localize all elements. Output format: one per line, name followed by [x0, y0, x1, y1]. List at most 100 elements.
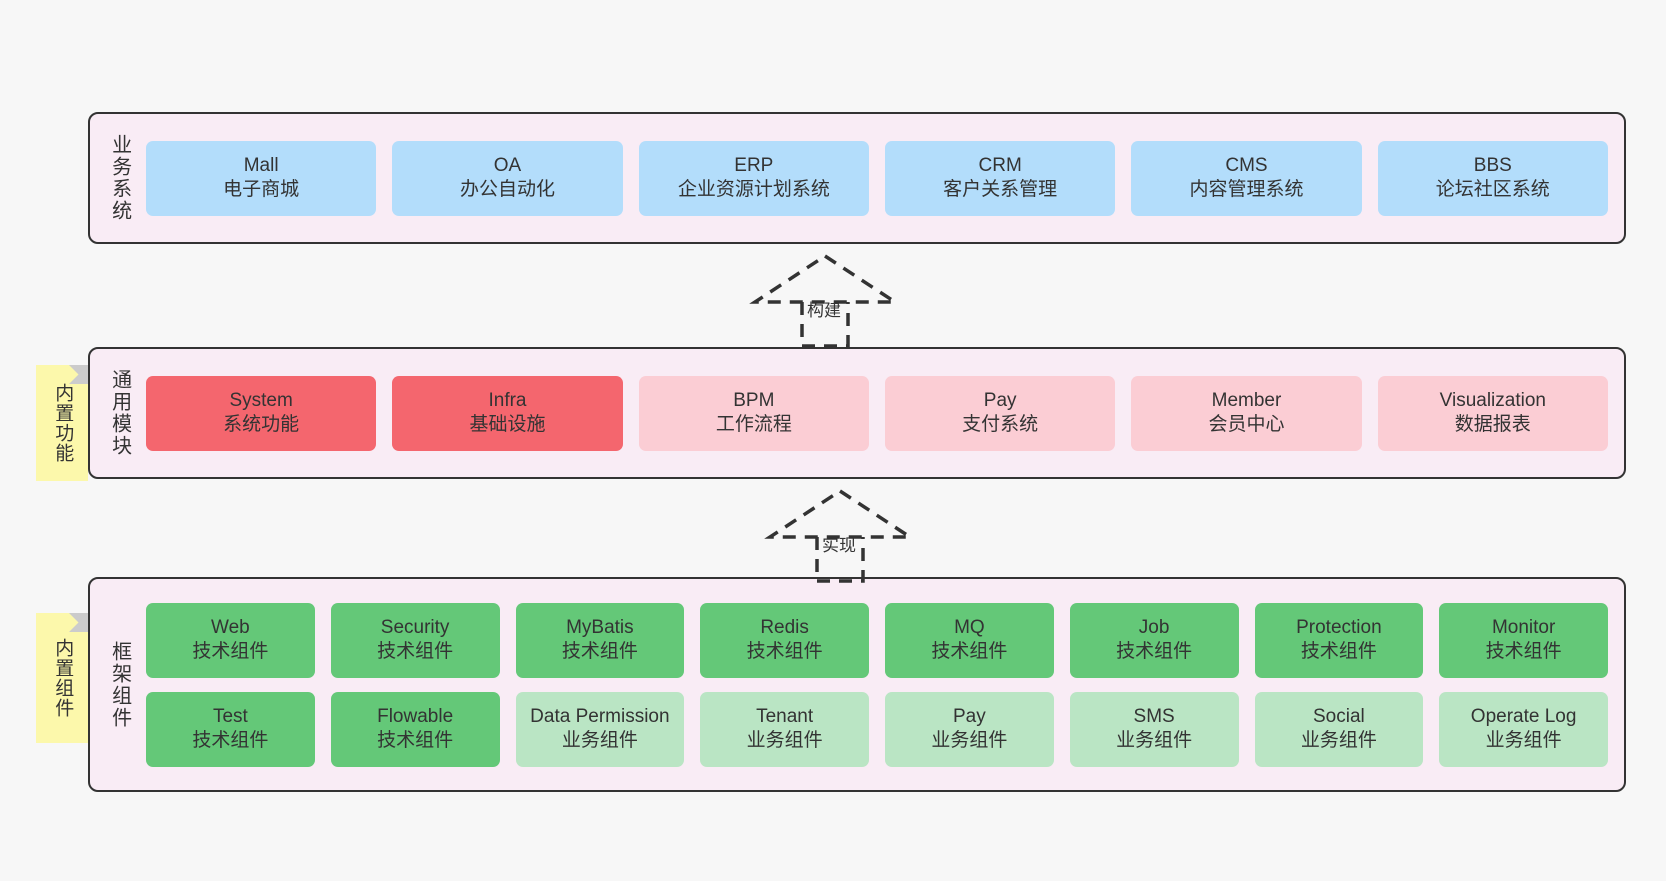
connector-implement-arrow-icon	[764, 488, 916, 583]
layer-title-framework-component: 框架组件	[108, 640, 131, 729]
card-title: MQ	[954, 617, 985, 639]
layer-framework-component: 框架组件 Web 技术组件 Security 技术组件 MyBatis 技术组件…	[88, 577, 1626, 792]
module-card-mall[interactable]: Mall 电子商城	[146, 140, 377, 216]
card-title: OA	[493, 155, 522, 177]
sticky-note-builtin-function: 内置功能	[36, 365, 88, 481]
card-title: Visualization	[1439, 390, 1546, 412]
card-subtitle: 技术组件	[1485, 641, 1562, 662]
card-title: Protection	[1296, 617, 1382, 639]
sticky-note-builtin-component: 内置组件	[36, 613, 88, 743]
card-title: Flowable	[377, 706, 454, 728]
card-title: MyBatis	[566, 617, 634, 639]
module-card-member[interactable]: Member 会员中心	[1131, 375, 1362, 451]
layer-title-common-module: 通用模块	[108, 369, 131, 457]
component-card-mybatis[interactable]: MyBatis 技术组件	[515, 602, 685, 678]
card-title: CRM	[978, 155, 1022, 177]
card-title: CMS	[1225, 155, 1268, 177]
component-card-test[interactable]: Test 技术组件	[146, 691, 315, 767]
card-subtitle: 企业资源计划系统	[677, 179, 830, 200]
card-title: Test	[212, 706, 248, 728]
module-card-pay[interactable]: Pay 支付系统	[884, 375, 1116, 451]
card-subtitle: 基础设施	[469, 414, 546, 435]
component-card-flowable[interactable]: Flowable 技术组件	[330, 691, 500, 767]
component-card-mq[interactable]: MQ 技术组件	[885, 602, 1054, 678]
layer-row-technical: Web 技术组件 Security 技术组件 MyBatis 技术组件 Redi…	[146, 602, 1608, 678]
card-title: Tenant	[756, 706, 814, 728]
card-subtitle: 电子商城	[223, 179, 300, 200]
note-fold-corner-icon	[69, 613, 88, 632]
layer-business-system: 业务系统 Mall 电子商城 OA 办公自动化 ERP 企业资源计划系统 CRM…	[88, 112, 1626, 244]
card-title: ERP	[734, 155, 774, 177]
card-title: Pay	[953, 706, 986, 728]
module-card-cms[interactable]: CMS 内容管理系统	[1131, 140, 1362, 216]
note-fold-corner-icon	[69, 365, 88, 384]
card-title: Redis	[760, 617, 809, 639]
component-card-job[interactable]: Job 技术组件	[1069, 602, 1239, 678]
component-card-social[interactable]: Social 业务组件	[1254, 691, 1424, 767]
card-title: Infra	[488, 390, 527, 412]
module-card-bpm[interactable]: BPM 工作流程	[638, 375, 869, 451]
connector-implement: 实现	[760, 487, 940, 583]
card-title: Social	[1313, 706, 1365, 728]
connector-build-arrow-icon	[749, 253, 901, 348]
card-subtitle: 技术组件	[561, 641, 638, 662]
component-card-operate-log[interactable]: Operate Log 业务组件	[1439, 691, 1608, 767]
component-card-monitor[interactable]: Monitor 技术组件	[1439, 602, 1608, 678]
module-card-visualization[interactable]: Visualization 数据报表	[1377, 375, 1608, 451]
card-subtitle: 支付系统	[962, 414, 1039, 435]
card-subtitle: 内容管理系统	[1189, 179, 1304, 200]
card-subtitle: 数据报表	[1454, 414, 1531, 435]
card-subtitle: 工作流程	[715, 414, 792, 435]
card-title: Web	[211, 617, 250, 639]
component-card-tenant[interactable]: Tenant 业务组件	[700, 691, 869, 767]
card-subtitle: 技术组件	[931, 641, 1008, 662]
component-card-security[interactable]: Security 技术组件	[330, 602, 500, 678]
component-card-pay[interactable]: Pay 业务组件	[885, 691, 1054, 767]
card-subtitle: 技术组件	[192, 641, 269, 662]
layer-row: System 系统功能 Infra 基础设施 BPM 工作流程 Pay 支付系统…	[146, 375, 1608, 451]
layer-title-business-system: 业务系统	[108, 134, 131, 222]
layer-common-module: 通用模块 System 系统功能 Infra 基础设施 BPM 工作流程 Pay…	[88, 347, 1626, 479]
card-title: Job	[1138, 617, 1170, 639]
connector-build-label: 构建	[807, 301, 841, 320]
module-card-crm[interactable]: CRM 客户关系管理	[884, 140, 1116, 216]
connector-build: 构建	[745, 252, 925, 348]
card-subtitle: 技术组件	[746, 641, 823, 662]
module-card-bbs[interactable]: BBS 论坛社区系统	[1377, 140, 1608, 216]
card-subtitle: 业务组件	[1485, 730, 1562, 751]
card-subtitle: 技术组件	[1116, 641, 1193, 662]
module-card-system[interactable]: System 系统功能	[146, 375, 377, 451]
card-subtitle: 会员中心	[1208, 414, 1285, 435]
card-subtitle: 技术组件	[377, 730, 454, 751]
card-subtitle: 业务组件	[1116, 730, 1193, 751]
component-card-web[interactable]: Web 技术组件	[146, 602, 315, 678]
card-subtitle: 系统功能	[223, 414, 300, 435]
card-title: Data Permission	[530, 706, 670, 728]
card-subtitle: 技术组件	[1300, 641, 1377, 662]
card-title: Security	[380, 617, 450, 639]
card-subtitle: 技术组件	[377, 641, 454, 662]
module-card-erp[interactable]: ERP 企业资源计划系统	[638, 140, 869, 216]
card-title: SMS	[1133, 706, 1175, 728]
card-subtitle: 技术组件	[192, 730, 269, 751]
sticky-note-label: 内置组件	[52, 638, 74, 718]
component-card-sms[interactable]: SMS 业务组件	[1069, 691, 1239, 767]
component-card-protection[interactable]: Protection 技术组件	[1254, 602, 1424, 678]
sticky-note-label: 内置功能	[52, 383, 74, 463]
card-subtitle: 业务组件	[746, 730, 823, 751]
card-title: Pay	[983, 390, 1017, 412]
layer-body-framework-component: Web 技术组件 Security 技术组件 MyBatis 技术组件 Redi…	[136, 579, 1624, 790]
component-card-data-permission[interactable]: Data Permission 业务组件	[515, 691, 685, 767]
card-title: Mall	[243, 155, 279, 177]
card-subtitle: 论坛社区系统	[1435, 179, 1550, 200]
layer-row-business: Test 技术组件 Flowable 技术组件 Data Permission …	[146, 691, 1608, 767]
layer-body-common-module: System 系统功能 Infra 基础设施 BPM 工作流程 Pay 支付系统…	[136, 349, 1624, 477]
card-subtitle: 业务组件	[931, 730, 1008, 751]
component-card-redis[interactable]: Redis 技术组件	[700, 602, 869, 678]
card-title: Member	[1211, 390, 1282, 412]
card-title: BPM	[733, 390, 775, 412]
module-card-infra[interactable]: Infra 基础设施	[392, 375, 623, 451]
module-card-oa[interactable]: OA 办公自动化	[392, 140, 623, 216]
card-subtitle: 业务组件	[1300, 730, 1377, 751]
